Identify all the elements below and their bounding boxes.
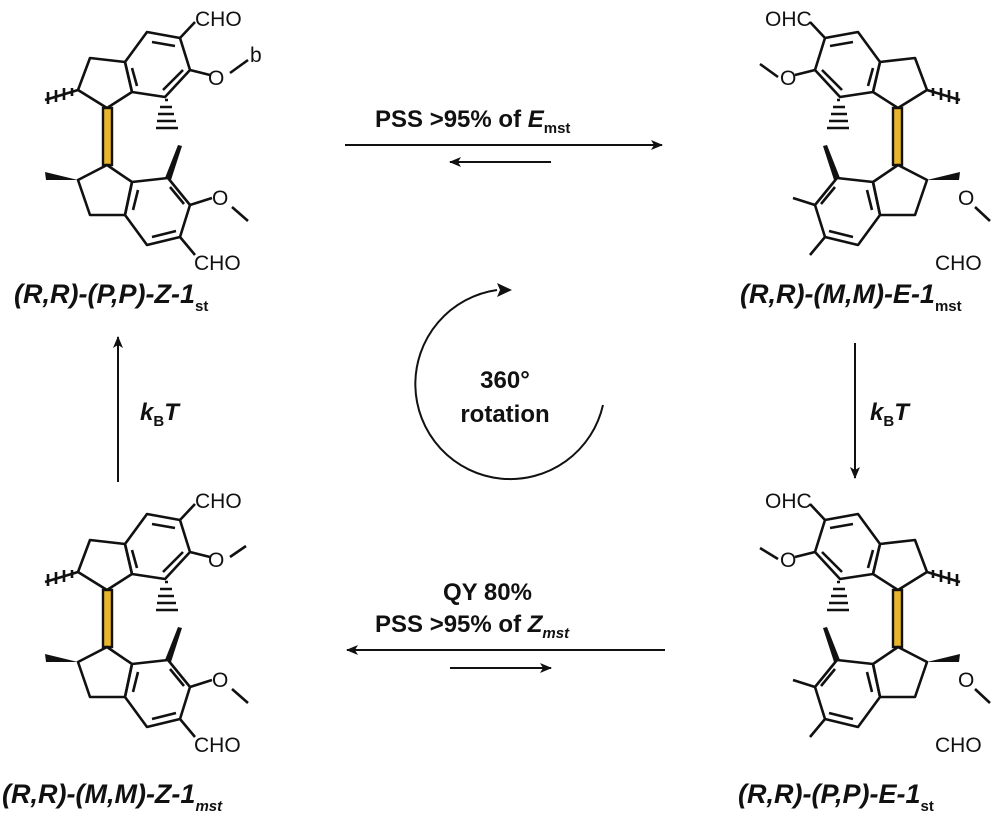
group-o: O <box>208 549 224 572</box>
molecule-top-right: OHC O O CHO (R,R)-(M,M)-E-1mst <box>740 8 991 315</box>
group-cho: CHO <box>195 8 242 31</box>
group-o: O <box>958 669 974 692</box>
molecule-skeleton <box>45 504 212 737</box>
bond <box>974 206 991 222</box>
molecule-label: (R,R)-(P,P)-Z-1st <box>14 279 208 315</box>
group-o: O <box>958 187 974 210</box>
group-o: O <box>212 187 228 210</box>
kbt-label: kBT <box>140 399 181 430</box>
group-cho: CHO <box>935 734 982 757</box>
arrowhead-icon <box>497 283 512 297</box>
molecule-bottom-right: OHC O O CHO (R,R)-(P,P)-E-1st <box>738 490 991 815</box>
group-cho: CHO <box>935 252 982 275</box>
condition-text: PSS >95% of Zmst <box>375 611 570 642</box>
bond <box>231 206 249 222</box>
group-o: O <box>780 549 796 572</box>
group-cho: CHO <box>194 252 241 275</box>
rotation-angle: 360° <box>480 367 530 394</box>
step-right-thermal: kBT <box>850 343 911 479</box>
condition-text: PSS >95% of Emst <box>375 106 570 137</box>
molecule-bottom-left: CHO O O CHO (R,R)-(M,M)-Z-1mst <box>2 490 249 815</box>
bond <box>231 688 249 704</box>
step-bottom-photoisomerization: QY 80% PSS >95% of Zmst <box>346 579 665 673</box>
molecule-top-left: CHO O b O CHO (R,R)-(P,P)-Z-1st <box>14 8 262 315</box>
group-cho: CHO <box>194 734 241 757</box>
rotation-label: rotation <box>460 401 549 428</box>
group-ohc: OHC <box>765 8 812 31</box>
group-ohc: OHC <box>765 490 812 513</box>
molecule-skeleton <box>45 22 212 255</box>
quantum-yield-text: QY 80% <box>443 579 532 606</box>
circular-arrow-icon <box>414 289 604 481</box>
bond <box>229 544 247 559</box>
bond <box>759 546 779 561</box>
group-cho: CHO <box>195 490 242 513</box>
bond <box>229 58 249 75</box>
bond <box>974 688 991 704</box>
bond <box>759 62 779 79</box>
kbt-label: kBT <box>870 399 911 430</box>
molecule-label: (R,R)-(M,M)-Z-1mst <box>2 779 223 815</box>
step-top-photoisomerization: PSS >95% of Emst <box>345 106 663 167</box>
molecule-label: (R,R)-(M,M)-E-1mst <box>740 279 962 315</box>
step-left-thermal: kBT <box>113 336 181 482</box>
rotation-cycle: 360° rotation <box>414 283 604 481</box>
group-b: b <box>250 44 262 67</box>
group-o: O <box>212 669 228 692</box>
group-o: O <box>208 67 224 90</box>
molecule-skeleton <box>793 504 960 737</box>
group-o: O <box>780 67 796 90</box>
molecule-label: (R,R)-(P,P)-E-1st <box>738 779 934 815</box>
molecule-skeleton <box>793 22 960 255</box>
